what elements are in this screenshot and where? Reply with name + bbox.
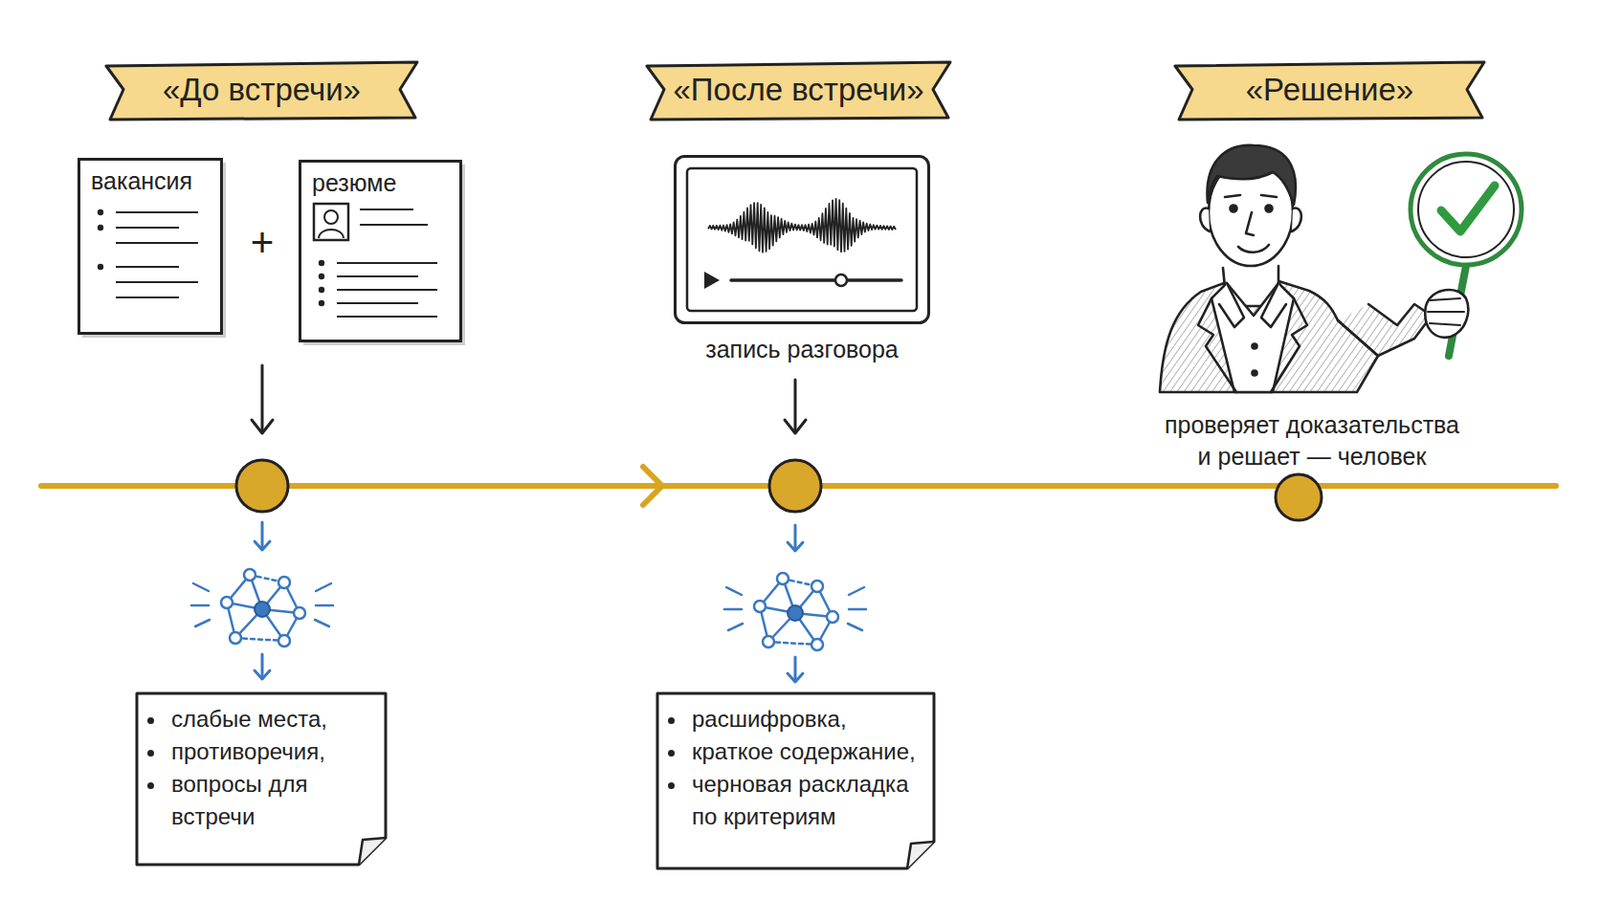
banner-node: «Решение»	[1171, 58, 1489, 121]
approval-sign	[1410, 154, 1522, 266]
text-line	[336, 288, 438, 291]
suit-jacket	[1159, 279, 1378, 393]
bullet-dot	[318, 300, 325, 307]
approval-sign-ring	[1418, 161, 1514, 258]
text-line	[359, 223, 428, 226]
note-fold	[907, 842, 934, 869]
device-node: запись разговора	[673, 155, 931, 368]
smile	[1238, 244, 1269, 253]
note-node: расшифровка,краткое содержание,черновая …	[655, 691, 936, 871]
doc-sheet	[300, 161, 462, 342]
eye	[1266, 205, 1273, 213]
decision-caption: проверяет доказательства и решает — чело…	[1162, 409, 1462, 473]
text-line	[115, 211, 199, 214]
banner-title: «После встречи»	[643, 58, 955, 121]
text-line	[115, 226, 179, 229]
document-title: резюме	[311, 169, 397, 198]
check-mark	[1441, 185, 1495, 232]
bullet-dot	[318, 260, 325, 267]
progress-bar	[731, 278, 902, 283]
play-icon	[704, 271, 720, 289]
banner-node: «До встречи»	[102, 58, 422, 121]
fingers	[1427, 298, 1465, 326]
note-list: расшифровка,краткое содержание,черновая …	[655, 703, 939, 834]
collar	[1261, 283, 1287, 328]
device-caption: запись разговора	[673, 335, 931, 364]
sound-wave	[708, 199, 896, 253]
note-fold	[358, 838, 386, 866]
timeline-point	[769, 460, 822, 512]
collar	[1219, 283, 1245, 328]
timeline-point	[236, 460, 289, 512]
hair	[1207, 145, 1296, 205]
text-line	[115, 266, 179, 268]
text-line	[115, 242, 199, 245]
note-item: краткое содержание,	[688, 735, 939, 769]
photo-head	[324, 210, 338, 224]
shirt-button	[1252, 371, 1258, 377]
text-line	[115, 281, 199, 284]
process-arrows	[254, 522, 803, 683]
bullet-dot	[318, 287, 325, 293]
lapel	[1270, 298, 1308, 393]
doc-node: резюме	[298, 159, 465, 345]
note-node: слабые места,противоречия,вопросы для вс…	[134, 691, 388, 867]
text-line	[336, 315, 438, 318]
hand	[1424, 289, 1468, 338]
progress-knob	[835, 274, 847, 287]
note-item: черновая раскладка по критериям	[688, 768, 939, 834]
shirt-button	[1252, 344, 1258, 350]
text-line	[115, 296, 179, 299]
timeline-point	[1275, 474, 1322, 521]
ear	[1200, 208, 1210, 232]
bullet-dot	[97, 224, 104, 231]
text-line	[336, 262, 438, 265]
text-line	[336, 302, 419, 305]
doc-sheet	[79, 159, 223, 334]
person-illustration	[1159, 145, 1522, 393]
input-arrows	[251, 365, 806, 434]
device-frame	[675, 156, 930, 324]
node-outline	[673, 155, 931, 325]
text-line	[359, 208, 414, 211]
bullet-dot	[318, 273, 325, 280]
document-title: вакансия	[90, 167, 193, 196]
ai-network-icon	[724, 573, 867, 651]
note-item: слабые места,	[167, 703, 398, 736]
nose	[1245, 212, 1254, 236]
lapel	[1198, 298, 1237, 393]
text-line	[336, 275, 419, 278]
eye	[1230, 205, 1238, 213]
note-list: слабые места,противоречия,вопросы для вс…	[134, 703, 398, 834]
device-screen	[687, 168, 917, 312]
banner-node: «После встречи»	[643, 58, 955, 121]
doc-node: вакансия	[77, 157, 225, 337]
note-item: противоречия,	[167, 735, 398, 769]
raised-arm	[1337, 304, 1432, 356]
timeline-chevron	[643, 466, 663, 506]
note-item: расшифровка,	[688, 703, 939, 736]
note-item: вопросы для встречи	[167, 768, 398, 834]
banner-title: «До встречи»	[102, 58, 422, 121]
eyebrows	[1224, 195, 1277, 198]
banner-title: «Решение»	[1171, 58, 1489, 121]
bullet-dot	[97, 209, 104, 216]
photo-body	[318, 229, 344, 239]
plus-sign: +	[239, 220, 286, 267]
ear	[1291, 208, 1302, 232]
ai-network-icon	[191, 569, 334, 647]
photo-frame	[313, 203, 349, 241]
bullet-dot	[97, 264, 104, 270]
